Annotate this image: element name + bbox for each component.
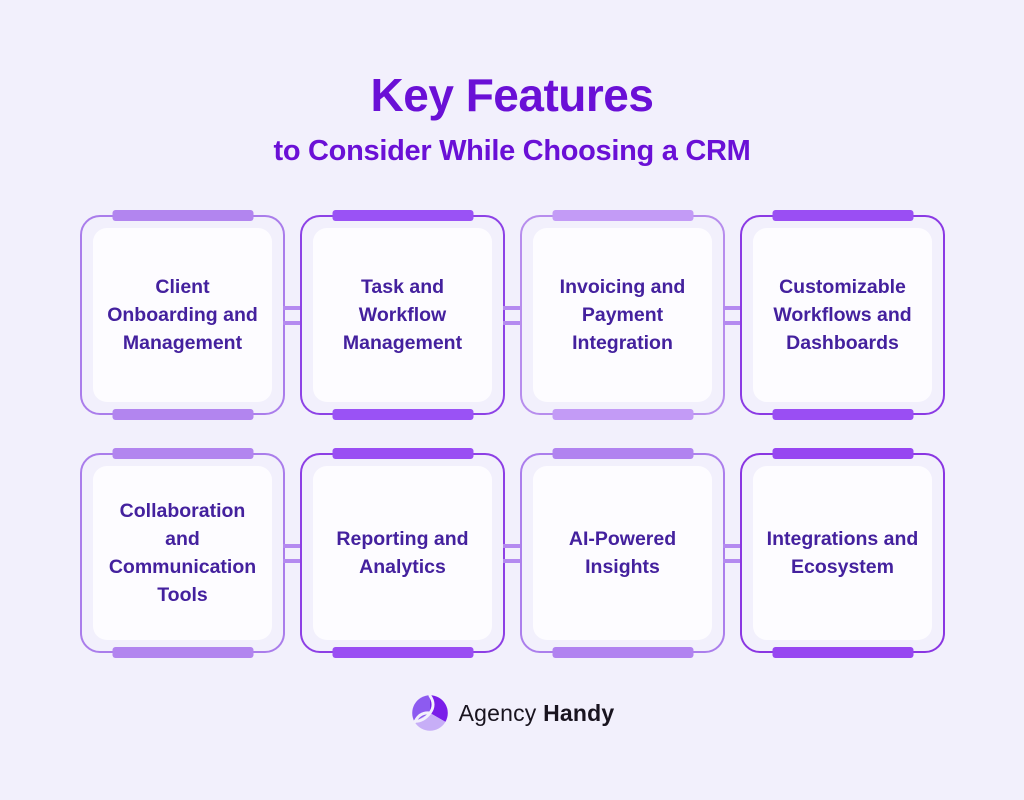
card-accent-bar-top [552, 210, 693, 221]
card-connector [723, 544, 740, 563]
feature-card: Task and Workflow Management [300, 210, 520, 420]
card-label: Client Onboarding and Management [107, 276, 258, 354]
card-body: Collaboration and Communication Tools [93, 466, 272, 640]
card-connector [283, 306, 300, 325]
feature-card: Collaboration and Communication Tools [80, 448, 300, 658]
card-accent-bar-bottom [332, 409, 473, 420]
feature-card: AI-Powered Insights [520, 448, 740, 658]
feature-card: Integrations and Ecosystem [740, 448, 945, 658]
card-label: AI-Powered Insights [568, 528, 677, 578]
feature-card: Customizable Workflows and Dashboards [740, 210, 945, 420]
page-subtitle: to Consider While Choosing a CRM [273, 135, 751, 167]
card-connector [723, 306, 740, 325]
card-accent-bar-bottom [772, 647, 913, 658]
card-label: Collaboration and Communication Tools [108, 500, 257, 606]
card-accent-bar-bottom [112, 647, 253, 658]
card-accent-bar-top [772, 210, 913, 221]
card-body: Reporting and Analytics [313, 466, 492, 640]
brand-logo: Agency Handy [0, 693, 1024, 733]
features-row-2: Collaboration and Communication Tools Re… [80, 448, 945, 658]
card-label: Invoicing and Payment Integration [559, 276, 686, 354]
card-accent-bar-bottom [772, 409, 913, 420]
card-accent-bar-top [772, 448, 913, 459]
card-accent-bar-top [112, 210, 253, 221]
card-label: Reporting and Analytics [336, 528, 469, 578]
card-accent-bar-top [332, 210, 473, 221]
card-accent-bar-bottom [552, 409, 693, 420]
brand-name-first: Agency [458, 699, 537, 726]
brand-name-second: Handy [543, 699, 615, 726]
card-accent-bar-top [112, 448, 253, 459]
card-connector [503, 306, 520, 325]
card-body: AI-Powered Insights [533, 466, 712, 640]
page-title: Key Features [370, 69, 654, 121]
card-label: Customizable Workflows and Dashboards [773, 276, 912, 354]
card-accent-bar-bottom [332, 647, 473, 658]
card-accent-bar-bottom [552, 647, 693, 658]
card-connector [503, 544, 520, 563]
card-body: Customizable Workflows and Dashboards [753, 228, 932, 402]
feature-card: Reporting and Analytics [300, 448, 520, 658]
card-label: Task and Workflow Management [342, 276, 463, 354]
features-row-1: Client Onboarding and Management Task an… [80, 210, 945, 420]
card-body: Task and Workflow Management [313, 228, 492, 402]
card-accent-bar-top [332, 448, 473, 459]
feature-card: Client Onboarding and Management [80, 210, 300, 420]
card-body: Client Onboarding and Management [93, 228, 272, 402]
card-accent-bar-bottom [112, 409, 253, 420]
card-body: Integrations and Ecosystem [753, 466, 932, 640]
card-label: Integrations and Ecosystem [766, 528, 919, 578]
card-connector [283, 544, 300, 563]
agency-handy-swirl-icon [411, 694, 448, 731]
brand-name: Agency Handy [459, 700, 615, 727]
card-body: Invoicing and Payment Integration [533, 228, 712, 402]
feature-card: Invoicing and Payment Integration [520, 210, 740, 420]
card-accent-bar-top [552, 448, 693, 459]
